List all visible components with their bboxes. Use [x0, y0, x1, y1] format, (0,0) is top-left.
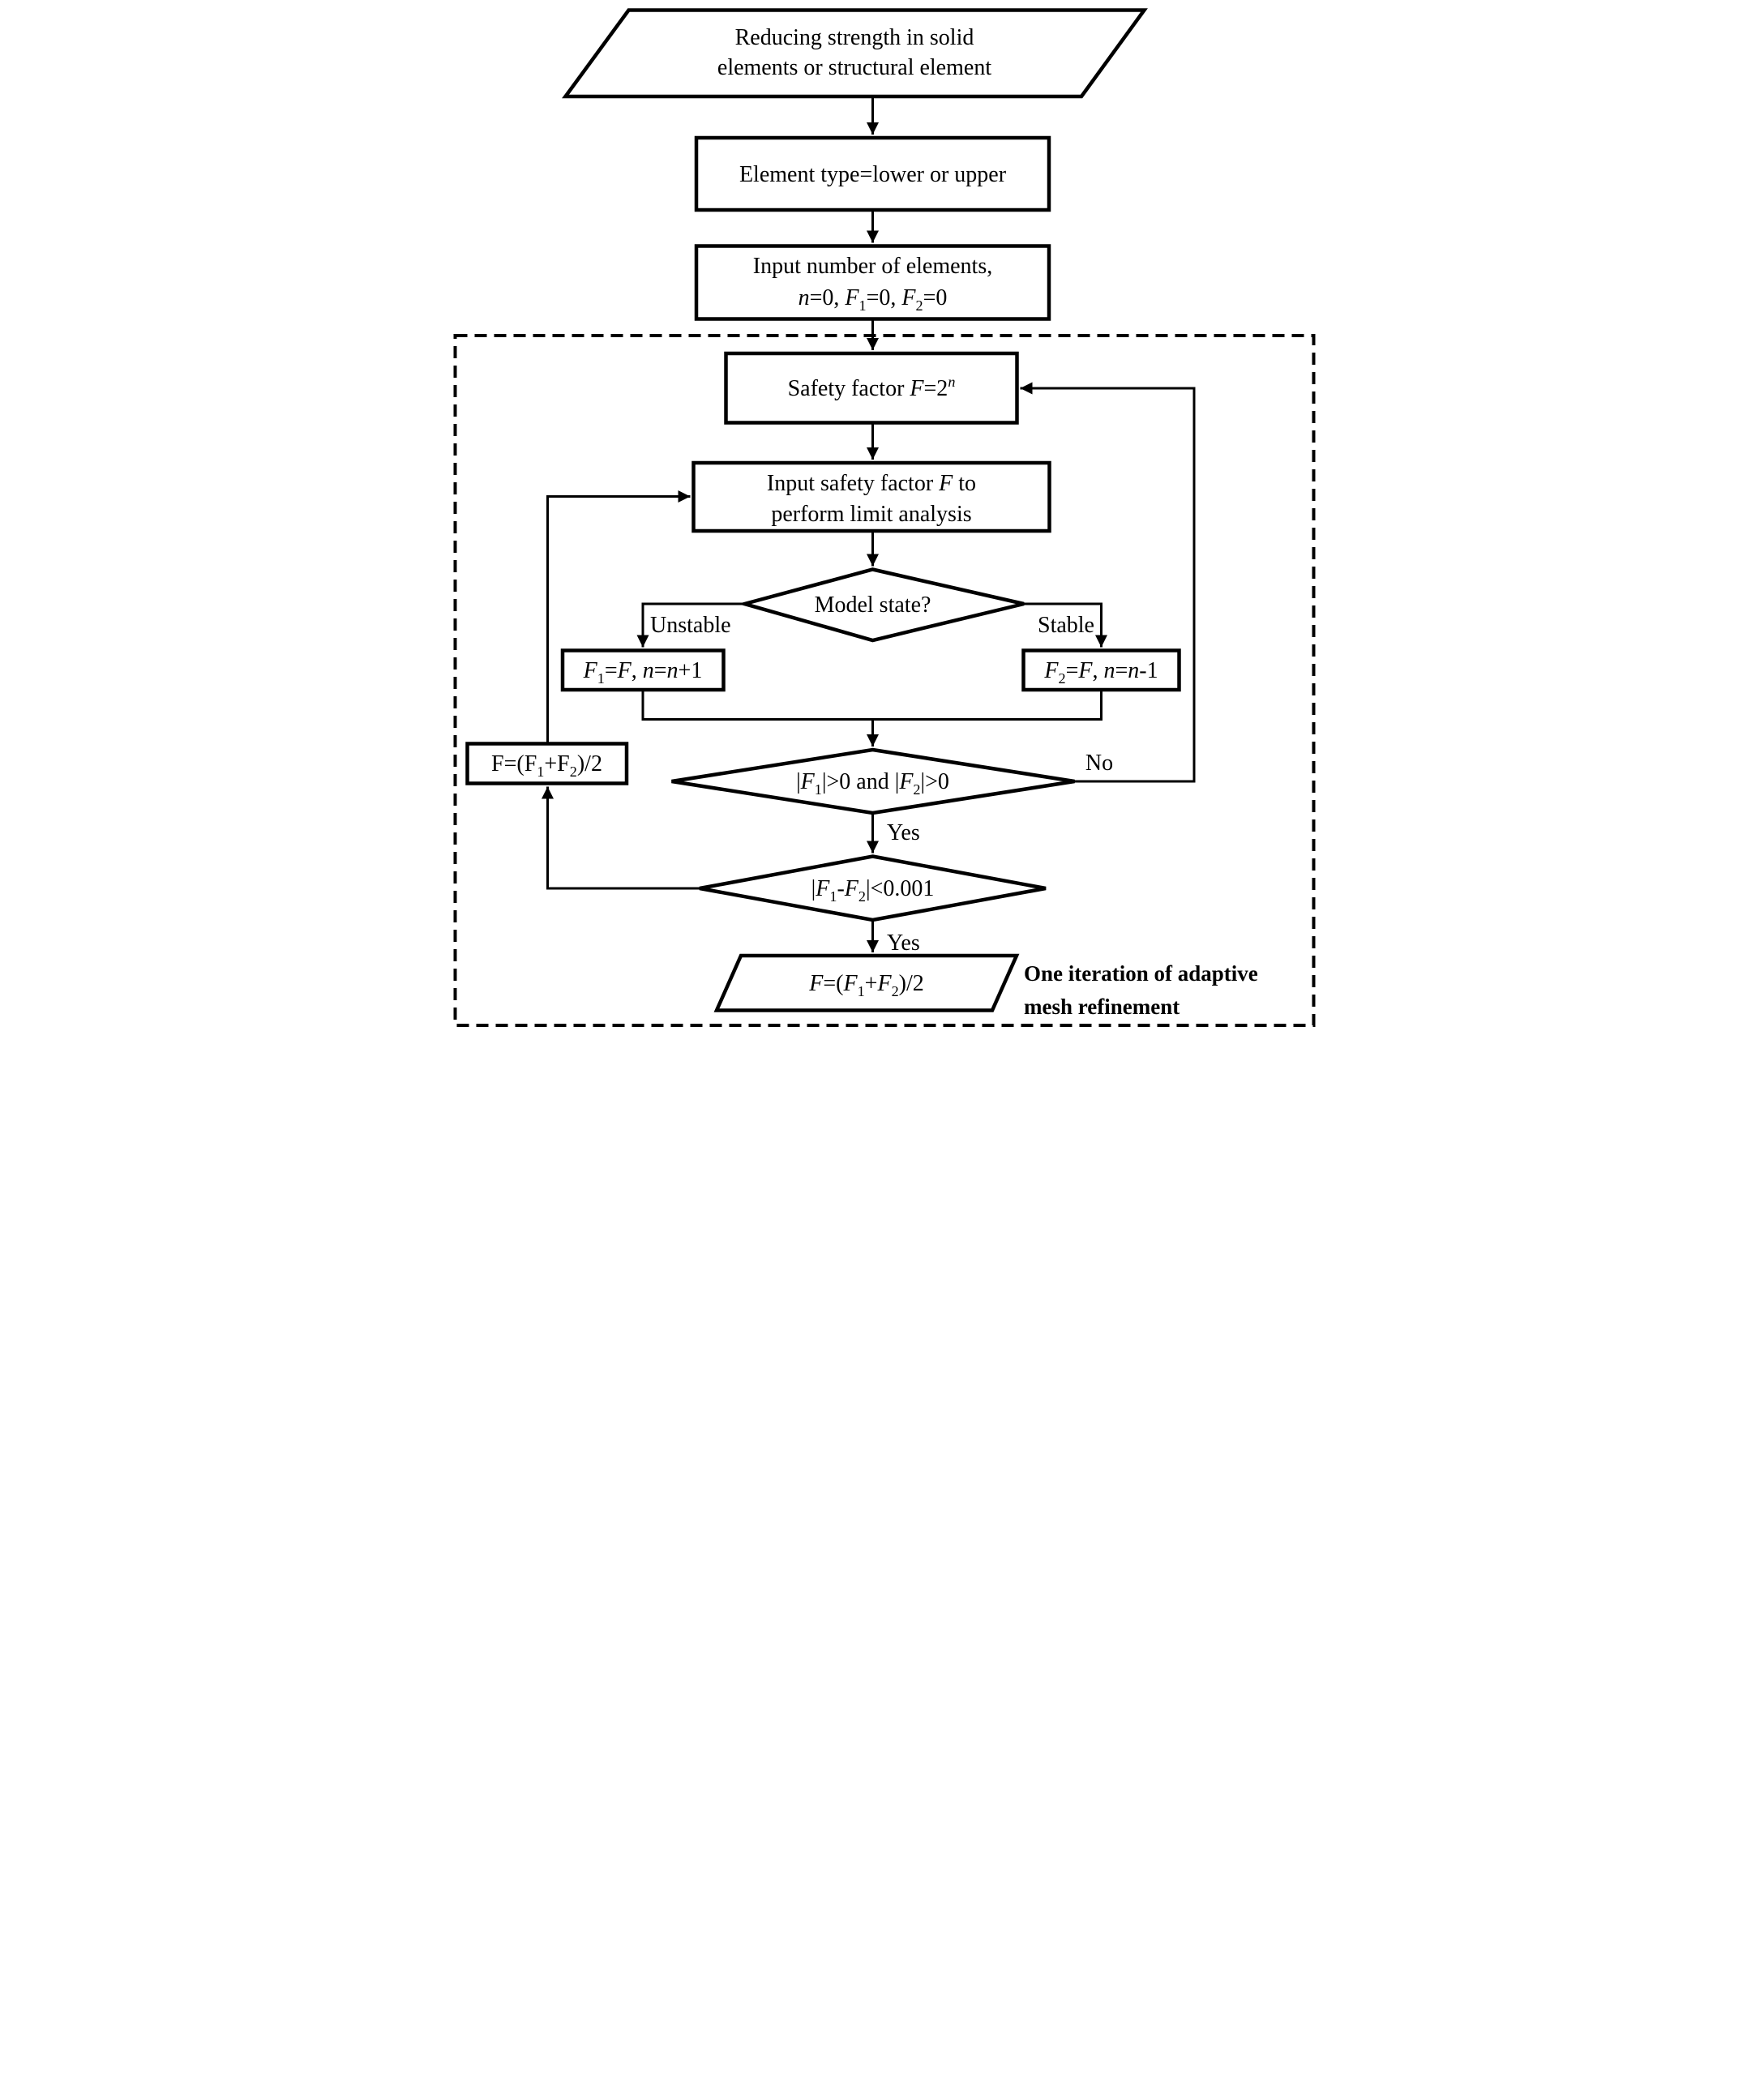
input-sf-label-line2: perform limit analysis — [771, 502, 971, 527]
edge-label-yes-bracket: Yes — [887, 820, 920, 845]
f-average-label: F=(F1+F2)/2 — [491, 751, 602, 780]
cond-tolerance-label: |F1-F2|<0.001 — [811, 876, 935, 905]
f-average-box — [465, 742, 629, 785]
result-label: F=(F1+F2)/2 — [808, 971, 924, 999]
f1-update-box — [560, 648, 726, 692]
safety-factor-box — [724, 351, 1019, 425]
cond-bracket-diamond — [671, 747, 1075, 815]
input-sf-label-line1: Input safety factor F to — [767, 471, 976, 496]
edge-label-stable: Stable — [1038, 613, 1094, 638]
element-type-label: Element type=lower or upper — [739, 162, 1007, 187]
caption-line1: One iteration of adaptive — [1024, 961, 1258, 986]
cond-bracket-label: |F1|>0 and |F2|>0 — [796, 769, 949, 798]
start-parallelogram — [562, 8, 1148, 99]
input-elements-label-line2: n=0, F1=0, F2=0 — [799, 285, 948, 314]
flowchart-page: Reducing strength in solid elements or s… — [441, 0, 1323, 1038]
cond-tolerance-diamond — [699, 854, 1047, 922]
caption-line2: mesh refinement — [1024, 995, 1180, 1019]
f1-update-label: F1=F, n=n+1 — [583, 658, 703, 687]
edge-cond-bracket-no-feedback — [1020, 382, 1196, 783]
input-elements-label-line1: Input number of elements, — [753, 254, 992, 279]
start-label-line2: elements or structural element — [717, 55, 991, 80]
edge-label-yes-tolerance: Yes — [887, 931, 920, 956]
model-state-label: Model state? — [815, 593, 931, 618]
edge-label-unstable: Unstable — [650, 613, 731, 638]
edge-branch-merge-line — [641, 690, 1102, 721]
dashed-loop-border — [453, 334, 1316, 1027]
start-label-line1: Reducing strength in solid — [735, 25, 974, 50]
f2-update-label: F2=F, n=n-1 — [1043, 658, 1158, 687]
edge-f-average-to-input-sf — [546, 490, 691, 744]
input-sf-box — [691, 460, 1051, 533]
safety-factor-label: Safety factor F=2n — [788, 374, 956, 401]
f2-update-box — [1021, 648, 1181, 692]
result-parallelogram — [713, 953, 1020, 1012]
input-elements-box — [694, 244, 1051, 321]
edge-cond-tolerance-to-f-average — [542, 786, 700, 890]
flowchart-canvas: Reducing strength in solid elements or s… — [453, 8, 1316, 1027]
edge-model-state-unstable-branch — [636, 602, 745, 648]
edge-model-state-stable-branch — [1024, 602, 1107, 648]
element-type-box — [694, 135, 1051, 212]
edge-label-no: No — [1085, 751, 1113, 776]
model-state-diamond — [738, 567, 1025, 643]
